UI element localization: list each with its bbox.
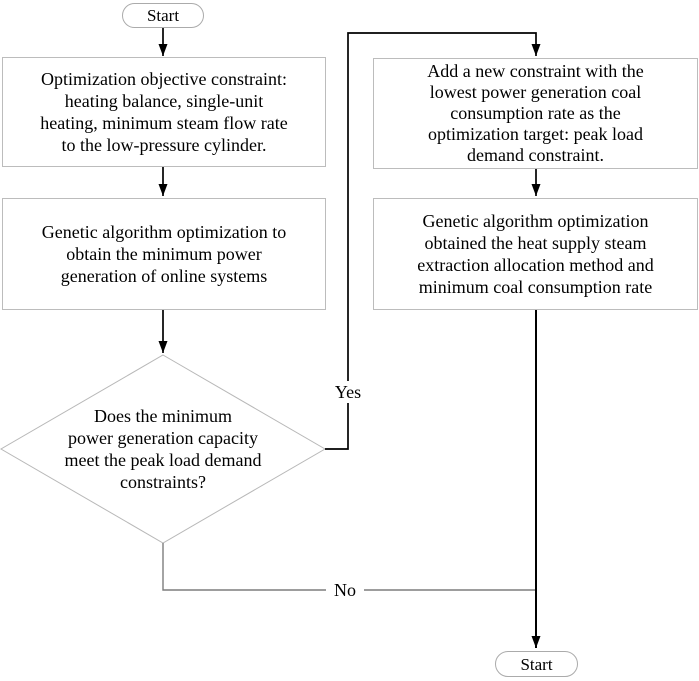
text-line: heating balance, single-unit	[64, 91, 264, 111]
start-terminal-top: Start	[122, 3, 204, 28]
start-terminal-top-label: Start	[146, 6, 180, 25]
process-add-constraint: Add a new constraint with the lowest pow…	[373, 58, 698, 169]
process-ga-min-power: Genetic algorithm optimization to obtain…	[2, 198, 326, 310]
yes-label: Yes	[329, 381, 367, 403]
text-line: Optimization objective constraint:	[41, 69, 287, 89]
process-ga-coal-rate: Genetic algorithm optimization obtained …	[373, 198, 698, 310]
text-line: constraints?	[120, 472, 206, 492]
text-line: consumption rate as the	[450, 103, 621, 123]
text-line: obtain the minimum power	[66, 244, 262, 264]
start-terminal-bottom: Start	[495, 651, 578, 677]
decision-diamond: Does the minimum power generation capaci…	[33, 399, 293, 499]
text-line: Genetic algorithm optimization to	[41, 222, 287, 242]
no-branch-line	[162, 543, 536, 591]
text-line: Add a new constraint with the	[427, 61, 644, 81]
no-label: No	[326, 579, 364, 600]
text-line: obtained the heat supply steam	[424, 233, 647, 253]
start-terminal-bottom-label: Start	[520, 654, 553, 674]
yes-branch-arrow	[325, 32, 541, 450]
text-line: lowest power generation coal	[429, 82, 642, 102]
text-line: Does the minimum	[94, 406, 232, 426]
text-line: extraction allocation method and	[417, 255, 654, 275]
text-line: generation of online systems	[60, 266, 268, 286]
text-line: Genetic algorithm optimization	[422, 211, 649, 231]
text-line: power generation capacity	[68, 428, 258, 448]
text-line: demand constraint.	[467, 145, 604, 165]
text-line: minimum coal consumption rate	[418, 277, 653, 297]
text-line: to the low-pressure cylinder.	[61, 135, 267, 155]
text-line: meet the peak load demand	[64, 450, 262, 470]
text-line: optimization target: peak load	[427, 124, 644, 144]
process-optimization-constraint: Optimization objective constraint: heati…	[2, 57, 326, 167]
text-line: heating, minimum steam flow rate	[40, 113, 288, 133]
